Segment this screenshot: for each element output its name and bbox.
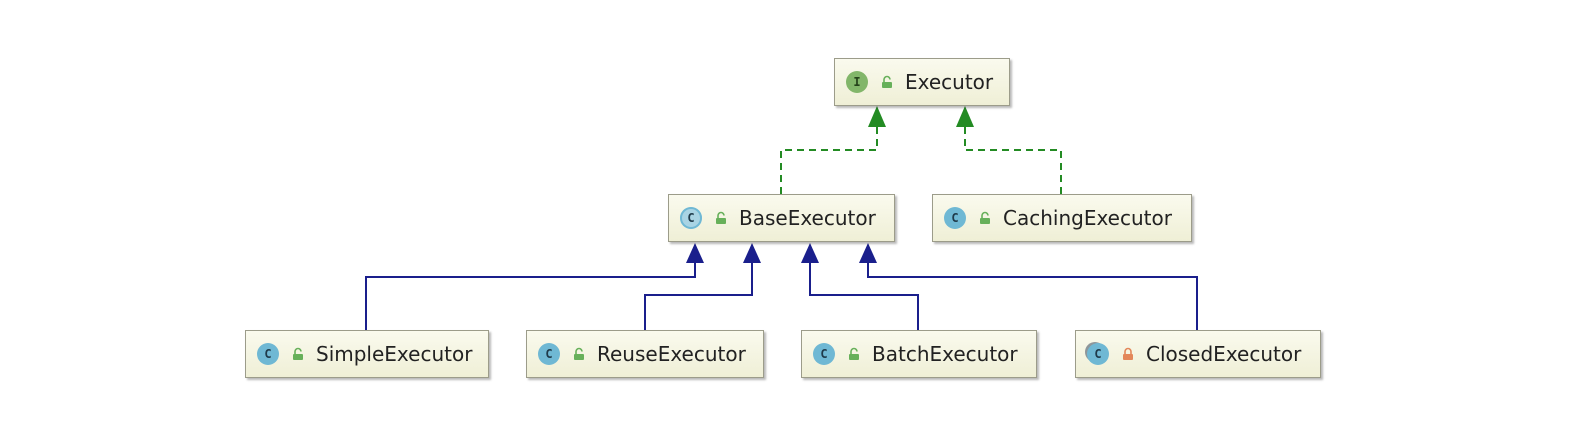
node-reuseexecutor[interactable]: C ReuseExecutor (526, 330, 764, 378)
node-batchexecutor[interactable]: C BatchExecutor (801, 330, 1037, 378)
class-icon: C (813, 343, 835, 365)
node-baseexecutor[interactable]: C BaseExecutor (668, 194, 895, 242)
node-label: Executor (905, 70, 994, 94)
node-simpleexecutor[interactable]: C SimpleExecutor (245, 330, 489, 378)
node-label: BatchExecutor (872, 342, 1018, 366)
node-closedexecutor[interactable]: C ClosedExecutor (1075, 330, 1321, 378)
class-icon: C (538, 343, 560, 365)
node-label: CachingExecutor (1003, 206, 1172, 230)
arrowhead-baseexecutor-3 (801, 243, 819, 263)
arrowhead-baseexecutor-4 (859, 243, 877, 263)
public-lock-icon (849, 347, 859, 360)
final-class-icon: C (1087, 343, 1109, 365)
arrowhead-baseexecutor-1 (686, 243, 704, 263)
edge-cachingexecutor-implements-executor (964, 126, 1062, 194)
public-lock-icon (980, 211, 990, 224)
arrowhead-baseexecutor-2 (743, 243, 761, 263)
class-icon: C (944, 207, 966, 229)
public-lock-icon (574, 347, 584, 360)
abstract-class-icon: C (680, 207, 702, 229)
private-lock-icon (1123, 347, 1133, 360)
node-label: SimpleExecutor (316, 342, 473, 366)
node-executor[interactable]: I Executor (834, 58, 1010, 106)
edge-simpleexecutor-extends-baseexecutor (365, 262, 696, 330)
edge-closedexecutor-extends-baseexecutor (867, 262, 1198, 330)
edge-baseexecutor-implements-executor (780, 126, 878, 194)
node-label: ClosedExecutor (1146, 342, 1302, 366)
public-lock-icon (716, 211, 726, 224)
arrowhead-executor-right (956, 106, 974, 127)
arrowhead-executor-left (868, 106, 886, 127)
interface-icon: I (846, 71, 868, 93)
node-label: BaseExecutor (739, 206, 876, 230)
node-cachingexecutor[interactable]: C CachingExecutor (932, 194, 1192, 242)
public-lock-icon (882, 75, 892, 88)
class-icon: C (257, 343, 279, 365)
public-lock-icon (293, 347, 303, 360)
node-label: ReuseExecutor (597, 342, 746, 366)
edge-reuseexecutor-extends-baseexecutor (644, 262, 753, 330)
edge-batchexecutor-extends-baseexecutor (809, 262, 919, 330)
